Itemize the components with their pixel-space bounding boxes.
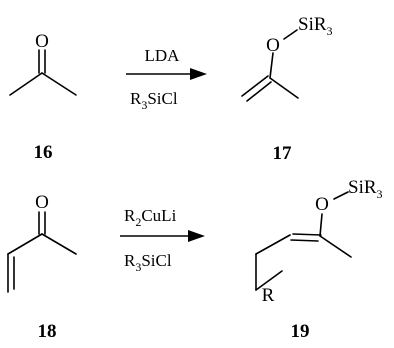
bond xyxy=(7,233,43,255)
compound-16-structure: O xyxy=(9,31,77,96)
silyl-group: SiR3 xyxy=(348,177,383,201)
double-bond-line xyxy=(292,233,322,236)
reagent-cuprate: R2CuLi xyxy=(124,206,177,229)
bond xyxy=(9,72,43,96)
compound-label-17: 17 xyxy=(273,143,293,164)
reagent-silyl-chloride-2: R3SiCl xyxy=(124,251,172,274)
reaction-arrow-2 xyxy=(120,230,205,242)
bond xyxy=(255,234,291,255)
compound-19-structure: O SiR3 R xyxy=(255,177,383,306)
compound-18-structure: O xyxy=(7,192,77,293)
oxygen-atom: O xyxy=(315,194,329,215)
compound-label-18: 18 xyxy=(38,321,57,342)
bond xyxy=(269,77,299,99)
double-bond-line xyxy=(290,239,319,242)
compound-label-16: 16 xyxy=(34,142,53,163)
bond xyxy=(319,235,352,258)
compound-17-structure: O SiR3 xyxy=(241,14,333,102)
reagent-silyl-chloride-1: R3SiCl xyxy=(130,89,178,112)
bond xyxy=(269,52,274,79)
double-bond-line xyxy=(241,75,269,97)
bond xyxy=(319,213,323,237)
bond xyxy=(255,270,283,291)
double-bond-line xyxy=(246,81,272,102)
oxygen-atom: O xyxy=(35,31,49,52)
bond xyxy=(41,233,77,255)
compound-label-19: 19 xyxy=(291,321,310,342)
oxygen-atom: O xyxy=(266,35,280,56)
bond xyxy=(283,29,298,40)
silyl-group: SiR3 xyxy=(298,14,333,38)
oxygen-atom: O xyxy=(35,192,49,213)
bond xyxy=(333,191,349,200)
bond xyxy=(41,72,77,96)
reaction-arrow-1 xyxy=(126,68,207,80)
reagent-lda: LDA xyxy=(145,46,181,65)
r-group: R xyxy=(262,285,275,306)
